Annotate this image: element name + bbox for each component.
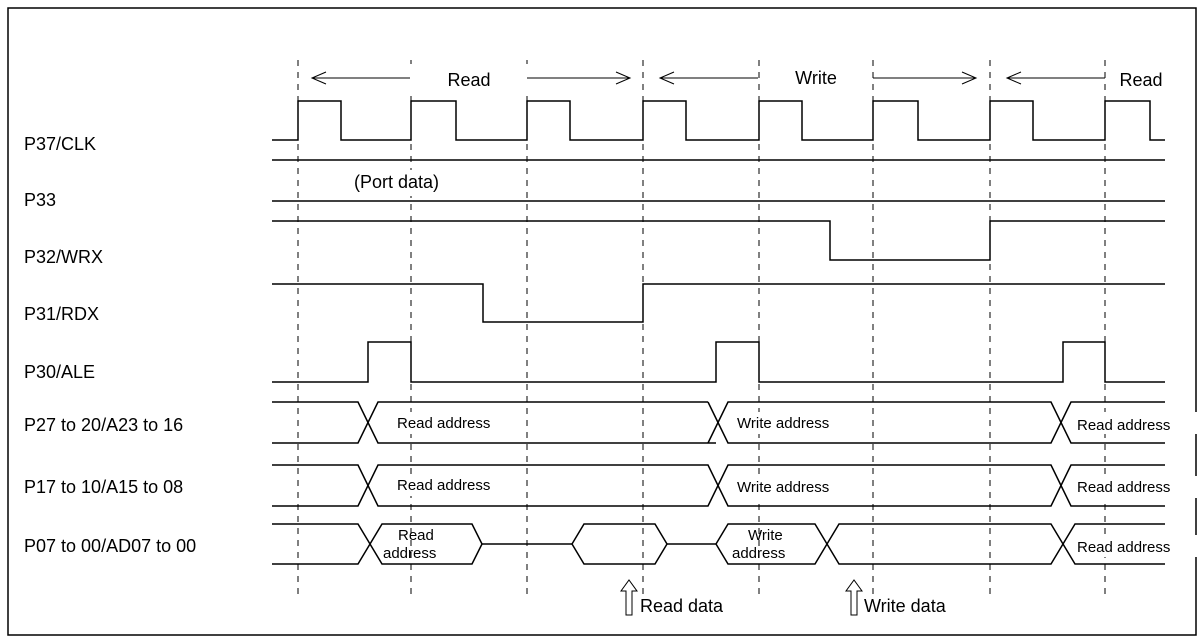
bus-write-address: Write address: [737, 415, 829, 432]
up-arrow-icon: [845, 579, 863, 616]
diagram-frame: [7, 7, 1197, 636]
bus-address-label: address: [383, 545, 436, 562]
phase-label-write: Write: [795, 68, 837, 88]
bus-read-address-next: Read address: [1077, 539, 1170, 556]
signal-label-a23-16: P27 to 20/A23 to 16: [24, 415, 183, 435]
signal-labels: P37/CLK P33 P32/WRX P31/RDX P30/ALE P27 …: [24, 134, 196, 556]
bus-read-address: Read address: [397, 477, 490, 494]
bus-write-label: Write: [748, 527, 783, 544]
up-arrow-icon: [620, 579, 638, 616]
bus-read-address-next: Read address: [1077, 479, 1170, 496]
signal-label-a15-08: P17 to 10/A15 to 08: [24, 477, 183, 497]
read-data-label: Read data: [640, 596, 724, 616]
signal-label-p33: P33: [24, 190, 56, 210]
phase-label-read: Read: [447, 70, 490, 90]
phase-label-read-next: Read: [1119, 70, 1162, 90]
a23-16-bus: Read address Write address Read address: [272, 401, 1197, 444]
ale-waveform: [272, 341, 1165, 383]
wrx-waveform: [272, 220, 1165, 261]
read-data-annotation: Read data: [620, 579, 724, 616]
bus-read-address: Read address: [397, 415, 490, 432]
rdx-waveform: [272, 283, 1165, 323]
cycle-guides: [297, 60, 1106, 600]
bus-read-address-next: Read address: [1077, 417, 1170, 434]
signal-label-rdx: P31/RDX: [24, 304, 99, 324]
clk-waveform: [272, 100, 1165, 141]
ad07-00-bus: Read address Write address Read address: [272, 523, 1197, 565]
bus-read-label: Read: [398, 527, 434, 544]
signal-label-ale: P30/ALE: [24, 362, 95, 382]
signal-label-clk: P37/CLK: [24, 134, 96, 154]
write-data-annotation: Write data: [845, 579, 947, 616]
bus-address-label: address: [732, 545, 785, 562]
phase-markers: Read Write Read: [310, 64, 1188, 92]
port-data-label: (Port data): [354, 172, 439, 192]
write-data-label: Write data: [864, 596, 947, 616]
bus-write-address: Write address: [737, 479, 829, 496]
signal-label-ad07-00: P07 to 00/AD07 to 00: [24, 536, 196, 556]
p33-waveform: (Port data): [272, 159, 1165, 202]
signal-label-wrx: P32/WRX: [24, 247, 103, 267]
a15-08-bus: Read address Write address Read address: [272, 464, 1197, 507]
